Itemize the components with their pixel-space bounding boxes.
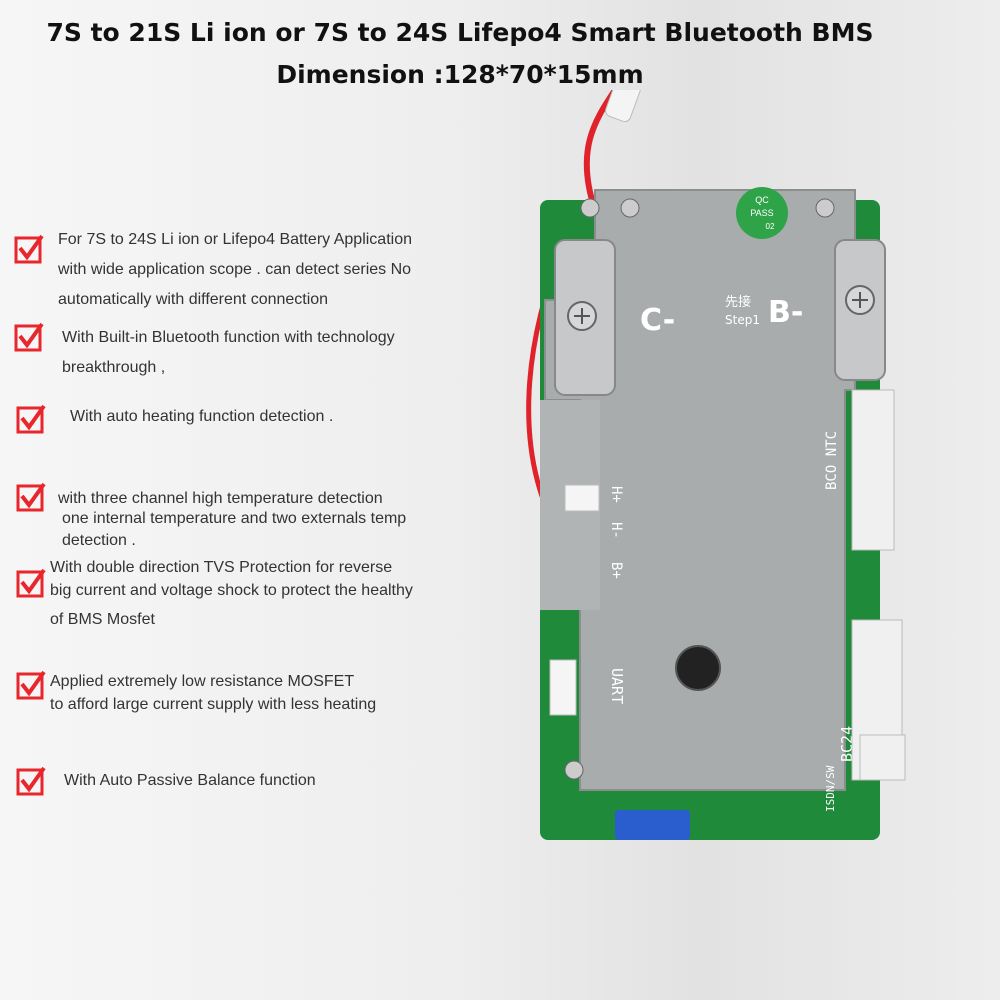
checkbox-icon — [14, 322, 44, 352]
qc-top-label: QC — [755, 195, 769, 205]
feature-text: one internal temperature and two externa… — [62, 510, 407, 527]
screw-icon — [564, 760, 584, 780]
feature-text: With Auto Passive Balance function — [64, 772, 316, 789]
qc-pass-sticker — [736, 187, 788, 239]
screw-icon — [620, 198, 640, 218]
step-label: 先接 — [725, 294, 751, 310]
b-minus-label: B- — [768, 295, 803, 330]
c-minus-label: C- — [640, 303, 675, 338]
checkbox-icon — [16, 482, 46, 512]
bms-board-illustration: QC PASS 02 C- B- 先接 Step1 BCO NTC H+ H- … — [526, 90, 906, 840]
connector-sw — [859, 734, 906, 781]
feature-text: detection . — [62, 532, 136, 549]
capacitor — [675, 645, 721, 691]
checkbox-icon — [16, 568, 46, 598]
feature-text: With double direction TVS Protection for… — [50, 559, 393, 576]
page-title-line1: 7S to 21S Li ion or 7S to 24S Lifepo4 Sm… — [46, 18, 874, 47]
uart-label: UART — [608, 668, 626, 704]
checkbox-icon — [16, 404, 46, 434]
red-wire — [583, 90, 618, 211]
feature-text: Applied extremely low resistance MOSFET — [50, 673, 355, 690]
checkbox-icon — [16, 766, 46, 796]
page-title-line2: Dimension :128*70*15mm — [276, 60, 644, 89]
wire-connector — [605, 90, 641, 123]
blue-component — [615, 810, 690, 840]
isdn-sw-label: ISDN/SW — [824, 765, 837, 812]
qc-num-label: 02 — [766, 222, 775, 231]
screw-icon — [815, 198, 835, 218]
feature-text: automatically with different connection — [58, 291, 329, 308]
step-sub-label: Step1 — [725, 313, 760, 327]
feature-text: with wide application scope . can detect… — [58, 261, 412, 278]
feature-text: With Built-in Bluetooth function with te… — [62, 329, 395, 346]
h-plus-label: H+ — [608, 486, 624, 503]
bco-ntc-label: BCO NTC — [824, 431, 840, 490]
checkbox-icon — [14, 234, 44, 264]
checkbox-icon — [16, 670, 46, 700]
b-plus-label: B+ — [608, 562, 624, 579]
connector-h — [564, 484, 600, 512]
h-minus-label: H- — [608, 522, 624, 539]
feature-text: to afford large current supply with less… — [50, 696, 377, 713]
feature-text: breakthrough , — [62, 359, 166, 376]
feature-text: of BMS Mosfet — [50, 611, 155, 628]
feature-text: With auto heating function detection . — [70, 408, 334, 425]
connector-ntc — [851, 389, 895, 551]
feature-text: with three channel high temperature dete… — [58, 490, 383, 507]
screw-icon — [580, 198, 600, 218]
qc-pass-label: PASS — [750, 208, 773, 218]
feature-text: big current and voltage shock to protect… — [50, 582, 413, 599]
feature-text: For 7S to 24S Li ion or Lifepo4 Battery … — [58, 231, 412, 248]
connector-uart — [549, 659, 577, 716]
